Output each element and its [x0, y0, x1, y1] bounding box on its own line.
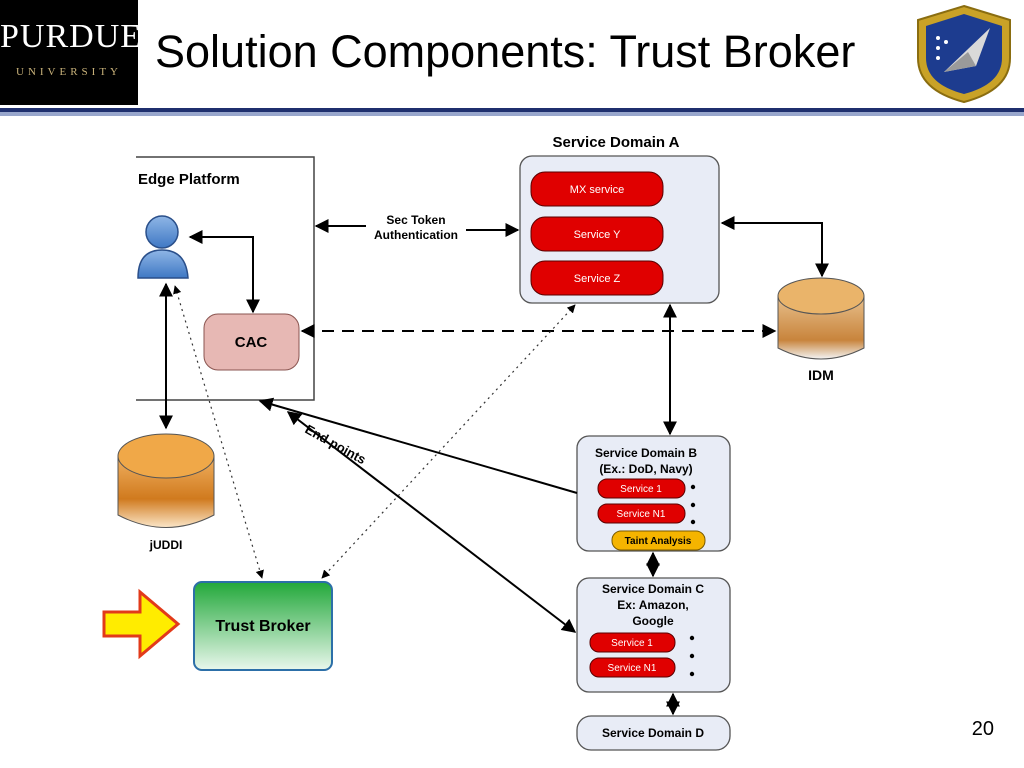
domain-a-idm-connector	[720, 216, 829, 278]
domain-b-title-2: (Ex.: DoD, Navy)	[599, 462, 692, 476]
domain-c-service-1-label: Service 1	[611, 638, 653, 649]
domain-c-title-3: Google	[632, 614, 674, 628]
sec-token-label-1: Sec Token	[386, 213, 445, 227]
logo-subtitle: UNIVERSITY	[16, 66, 122, 78]
domain-a-service-1	[530, 171, 664, 207]
domain-d-title: Service Domain D	[602, 726, 704, 740]
edge-platform-label: Edge Platform	[138, 171, 240, 188]
domain-c-title-1: Service Domain C	[602, 582, 704, 596]
domain-a-service-3-label: Service Z	[574, 273, 621, 285]
domain-a-service-1-label: MX service	[570, 184, 624, 196]
domain-b-service-2	[597, 503, 686, 524]
domain-a-service-2-label: Service Y	[574, 229, 622, 241]
header-rule-light	[0, 112, 1024, 116]
domain-c-service-2	[589, 657, 676, 678]
domain-b-service-2-label: Service N1	[617, 509, 666, 520]
idm-label: IDM	[808, 367, 834, 383]
header-rule	[0, 108, 1024, 112]
purdue-logo: PURDUE UNIVERSITY	[0, 0, 143, 105]
domain-a-trust-broker-dotted	[321, 304, 576, 579]
domain-c-title-2: Ex: Amazon,	[617, 598, 689, 612]
domain-b-service-1	[597, 478, 686, 499]
slide-title: Solution Components: Trust Broker	[155, 26, 856, 77]
domain-c-service-2-label: Service N1	[608, 663, 657, 674]
domain-a-title: Service Domain A	[553, 134, 680, 151]
user-icon	[137, 215, 189, 279]
afrl-seal-icon	[917, 4, 1011, 104]
end-points-label: End points	[303, 422, 369, 468]
domain-b-title-1: Service Domain B	[595, 446, 697, 460]
user-trust-broker-dotted	[173, 285, 264, 579]
taint-analysis-label: Taint Analysis	[625, 536, 692, 547]
trust-broker-label: Trust Broker	[215, 618, 310, 635]
cac-label: CAC	[235, 334, 268, 351]
domain-a-service-2	[530, 216, 664, 252]
idm-database-icon	[777, 277, 865, 360]
logo-wordmark: PURDUE	[0, 18, 143, 55]
user-cac-connector	[188, 230, 260, 314]
page-number: 20	[971, 718, 994, 740]
juddi-database-icon	[117, 433, 215, 528]
domain-b-edge-connector	[258, 397, 578, 494]
domain-b-service-1-label: Service 1	[620, 484, 662, 495]
domain-a-service-3	[530, 260, 664, 296]
domain-d-box	[576, 715, 731, 751]
sec-token-label-2: Authentication	[374, 228, 458, 242]
taint-analysis-badge	[611, 530, 706, 551]
domain-c-service-1	[589, 632, 676, 653]
juddi-label: jUDDI	[149, 538, 183, 552]
highlight-arrow-icon	[102, 588, 181, 660]
